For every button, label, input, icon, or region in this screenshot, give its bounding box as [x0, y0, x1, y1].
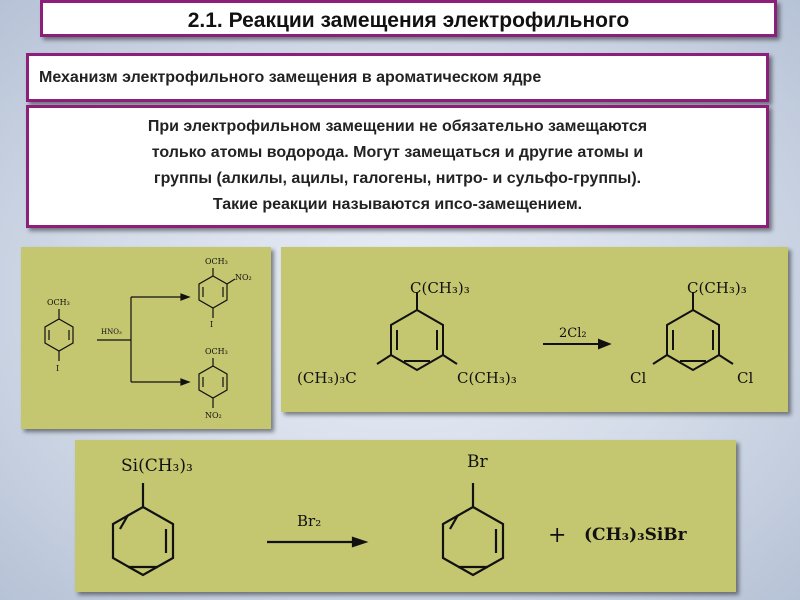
title-box: 2.1. Реакции замещения электрофильного	[40, 0, 777, 37]
s1-reactant-bottom: I	[56, 364, 59, 373]
product2-ring	[198, 358, 228, 408]
s1-p2-bottom: NO₂	[205, 411, 222, 420]
body-line-2: только атомы водорода. Могут замещаться …	[151, 144, 644, 161]
s1-p1-top: OCH₃	[205, 257, 228, 266]
s3-byproduct: (CH₃)₃SiBr	[584, 525, 688, 545]
product1-ring	[198, 268, 236, 318]
s1-reagent: HNO₃	[101, 328, 122, 336]
s1-p2-top: OCH₃	[205, 347, 228, 356]
reactant-ring	[111, 483, 175, 577]
scheme-nitration-panel: OCH₃ I HNO₃ OCH₃ NO₂ I OCH₃ NO₂	[21, 247, 271, 429]
body-line-1: При электрофильном замещении не обязател…	[147, 118, 648, 135]
product-ring	[652, 292, 734, 372]
scheme-bromination-panel: Si(CH₃)₃ Br₂ Br + (CH₃)₃SiBr	[75, 440, 736, 592]
reactant-ring	[376, 292, 458, 372]
s1-reactant-top: OCH₃	[47, 298, 70, 307]
s3-product-sub: Br	[467, 452, 488, 472]
scheme-bromination-drawing: Si(CH₃)₃ Br₂ Br + (CH₃)₃SiBr	[111, 452, 688, 577]
subtitle-box: Механизм электрофильного замещения в аро…	[26, 53, 769, 102]
product-ring	[441, 483, 505, 577]
s2-reactant-top: C(CH₃)₃	[410, 279, 470, 297]
s2-reagent: 2Cl₂	[559, 326, 587, 341]
s3-reagent: Br₂	[297, 512, 321, 530]
s2-product-right: Cl	[737, 369, 753, 387]
s3-plus: +	[548, 523, 566, 548]
scheme-chlorination-panel: C(CH₃)₃ (CH₃)₃C C(CH₃)₃ 2Cl₂ C(CH₃)₃ Cl …	[281, 247, 788, 412]
s1-p1-bottom: I	[210, 320, 213, 329]
s2-reactant-left: (CH₃)₃C	[297, 369, 357, 387]
body-line-4: Такие реакции называются ипсо-замещением…	[212, 196, 583, 213]
s3-reactant-sub: Si(CH₃)₃	[121, 456, 193, 476]
s1-p1-right: NO₂	[235, 273, 252, 282]
slide-subtitle: Механизм электрофильного замещения в аро…	[39, 69, 542, 86]
s2-product-left: Cl	[630, 369, 646, 387]
s2-reactant-right: C(CH₃)₃	[457, 369, 517, 387]
s2-product-top: C(CH₃)₃	[687, 279, 747, 297]
body-line-3: группы (алкилы, ацилы, галогены, нитро- …	[153, 170, 642, 187]
slide-title: 2.1. Реакции замещения электрофильного	[187, 9, 630, 32]
scheme-chlorination-drawing: C(CH₃)₃ (CH₃)₃C C(CH₃)₃ 2Cl₂ C(CH₃)₃ Cl …	[297, 279, 753, 387]
reactant-ring	[44, 309, 74, 361]
scheme-nitration-drawing: OCH₃ I HNO₃ OCH₃ NO₂ I OCH₃ NO₂	[44, 257, 252, 420]
body-text-box: При электрофильном замещении не обязател…	[26, 105, 769, 228]
